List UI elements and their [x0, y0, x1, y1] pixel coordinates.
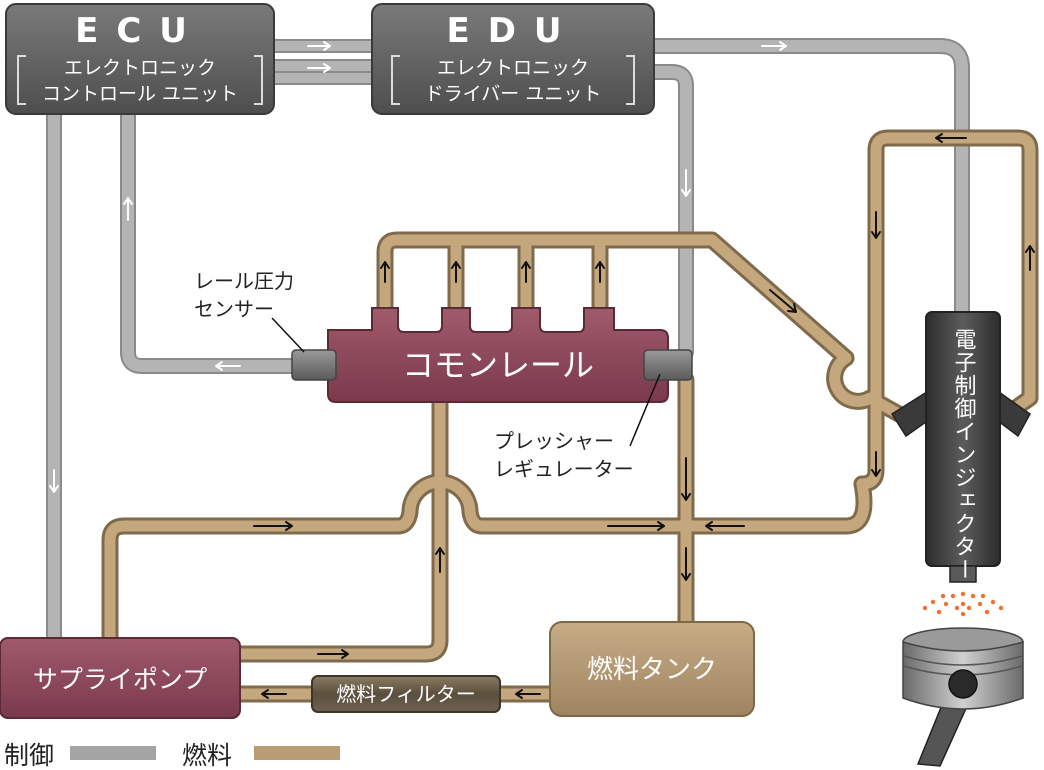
regulator-label-line1: プレッシャー: [494, 429, 614, 453]
rail-sensor-label-line1: レール圧力: [194, 269, 294, 293]
ecu-title: ECU: [75, 11, 205, 51]
edu-subtitle-line1: エレクトロニック: [437, 57, 589, 79]
ecu-bracket-right: [254, 55, 263, 105]
legend-control-label: 制御: [4, 741, 54, 770]
ecu-subtitle-line1: エレクトロニック: [64, 57, 216, 79]
fuel-filter: 燃料フィルター: [311, 675, 501, 713]
fuel-tank: 燃料タンク: [549, 621, 755, 717]
injector-spray: [922, 591, 1004, 617]
edu-subtitle-line2: ドライバー ユニット: [425, 83, 602, 105]
fuel-lines: [101, 129, 1039, 703]
flow-arrows: [49, 41, 1035, 699]
ecu-bracket-left: [17, 55, 26, 105]
control-line-sensor: [120, 102, 308, 374]
legend-control-swatch: [70, 746, 156, 760]
edu-box: EDU エレクトロニック ドライバー ユニット: [371, 3, 655, 115]
sensor-callout-line: [271, 317, 305, 353]
injector: 電子制御インジェクター: [890, 311, 1031, 583]
common-rail: コモンレール: [327, 307, 669, 403]
rail-sensor-label-line2: センサー: [194, 297, 274, 321]
fuel-tank-label: 燃料タンク: [587, 655, 717, 685]
supply-pump: サプライポンプ: [0, 637, 241, 719]
edu-title: EDU: [446, 11, 579, 51]
control-lines: [46, 38, 970, 658]
legend-fuel-swatch: [254, 746, 340, 760]
common-rail-label: コモンレール: [402, 346, 594, 384]
injector-label: 電子制御インジェクター: [951, 328, 977, 581]
legend-fuel-label: 燃料: [182, 741, 232, 770]
piston-icon: [902, 627, 1024, 767]
regulator-callout-line: [629, 373, 661, 447]
ecu-box: ECU エレクトロニック コントロール ユニット: [5, 3, 275, 115]
supply-pump-label: サプライポンプ: [33, 665, 207, 694]
regulator-label-line2: レギュレーター: [494, 457, 634, 481]
legend: 制御 燃料: [4, 741, 340, 770]
edu-bracket-left: [391, 55, 400, 105]
pressure-regulator: [643, 349, 693, 381]
edu-bracket-right: [626, 55, 635, 105]
ecu-subtitle-line2: コントロール ユニット: [42, 83, 238, 105]
fuel-filter-label: 燃料フィルター: [336, 682, 476, 706]
rail-pressure-sensor: [291, 349, 337, 381]
